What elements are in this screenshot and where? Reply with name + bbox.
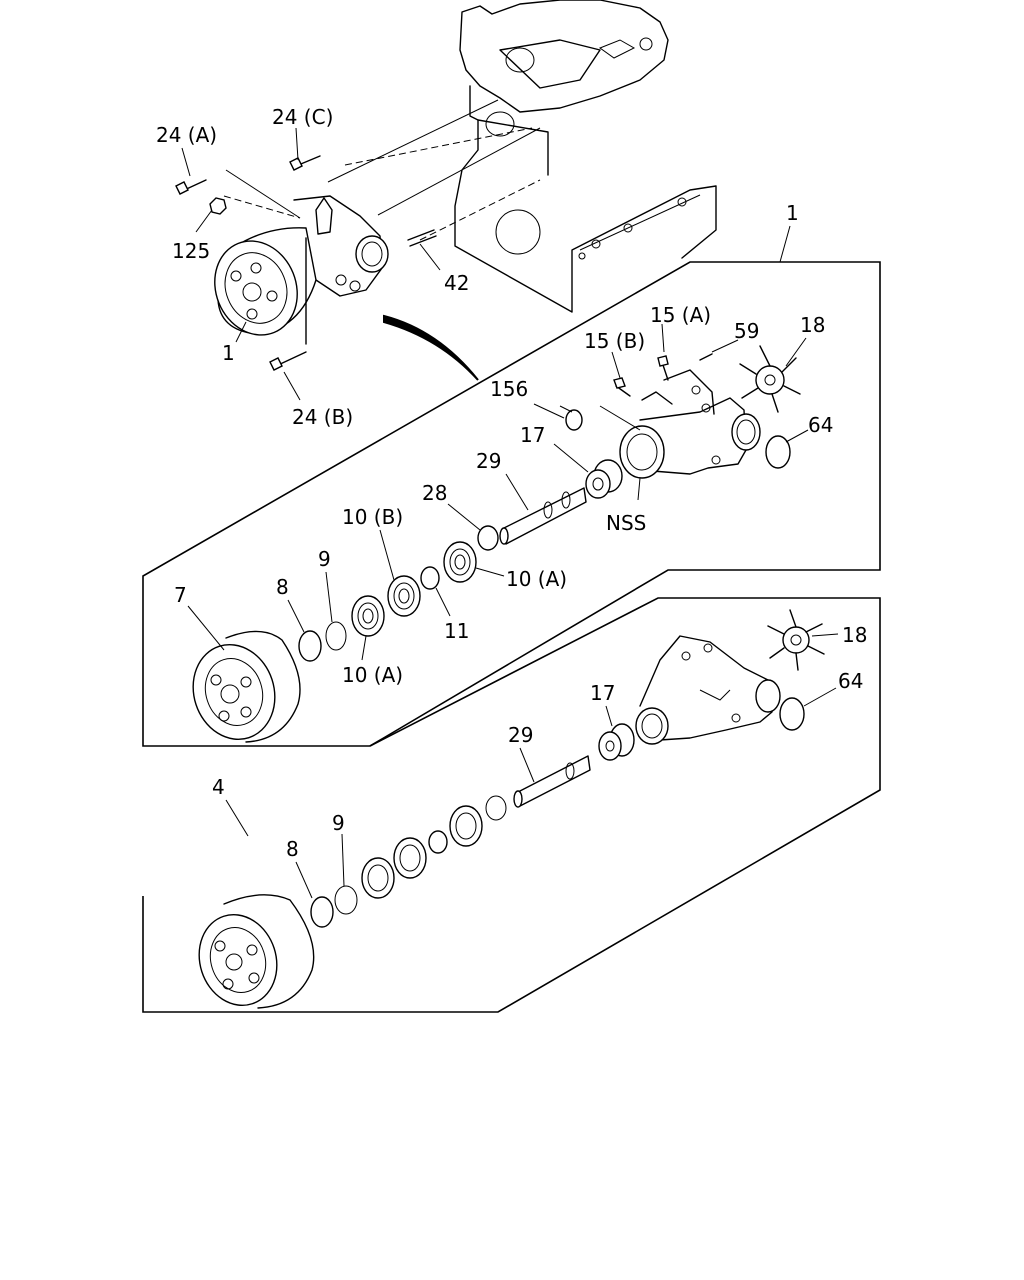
bolt-24b [269,351,307,371]
bearing-10a-right [443,541,477,583]
ring-8-top [298,630,322,662]
bolt-24c [289,155,321,171]
seal-17-top [585,459,623,499]
o-ring-64-bottom [779,697,805,731]
bearing-bottom-right [449,805,483,847]
spacer-11 [420,566,440,590]
label-28: 28 [422,481,447,505]
label-15a: 15 (A) [650,303,711,327]
label-24a: 24 (A) [156,123,217,147]
pump-housing-1 [619,369,761,479]
pulley-bottom [198,894,315,1009]
label-10a-right: 10 (A) [506,567,567,591]
label-10a-left: 10 (A) [342,663,403,687]
label-8-bottom: 8 [286,837,299,861]
label-29-bottom: 29 [508,723,533,747]
stud-42 [407,229,437,247]
label-11: 11 [444,619,469,643]
screw-59 [699,353,713,361]
snap-ring-9-top [325,621,347,651]
label-64-top: 64 [808,413,833,437]
label-17-top: 17 [520,423,545,447]
label-4: 4 [212,775,225,799]
shaft-29-bottom [513,755,591,808]
label-24b: 24 (B) [292,405,353,429]
assembled-water-pump [214,195,389,345]
label-9-bottom: 9 [332,811,345,835]
bearing-10a-left [351,595,385,637]
label-nss: NSS [606,511,646,535]
label-42: 42 [444,271,469,295]
ring-8-bottom [310,896,334,928]
bearing-bottom-mid [393,837,427,879]
bearing-10b [387,575,421,617]
cap-156 [565,409,583,431]
label-1-panel: 1 [786,201,799,225]
label-9-top: 9 [318,547,331,571]
snap-ring-9-bottom [334,885,358,915]
seal-17-bottom [598,723,635,761]
pulley-7 [192,630,301,743]
nut-125 [209,197,227,215]
label-59: 59 [734,319,759,343]
label-18-bottom: 18 [842,623,867,647]
part-labels: 24 (A) 24 (C) 125 42 1 24 (B) 1 15 (A) 5… [156,105,867,861]
leader-lines [181,127,839,899]
washer-bottom [485,795,507,821]
impeller-18-top [739,345,801,413]
label-8-top: 8 [276,575,289,599]
bearing-bottom-left [361,857,395,899]
o-ring-64-top [765,435,791,469]
label-7: 7 [174,583,187,607]
shaft-29-top [499,487,587,545]
spacer-bottom [428,830,448,854]
bolt-24a [175,179,207,195]
washer-28 [477,525,499,551]
pump-housing-2 [635,635,781,745]
impeller-18-bottom [767,609,825,671]
label-1-assembly: 1 [222,341,235,365]
label-125: 125 [172,239,210,263]
alignment-lines [223,99,541,241]
panel-4-outline [142,597,881,1013]
label-29-top: 29 [476,449,501,473]
label-64-bottom: 64 [838,669,863,693]
label-10b: 10 (B) [342,505,403,529]
label-24c: 24 (C) [272,105,333,129]
label-17-bottom: 17 [590,681,615,705]
label-18-top: 18 [800,313,825,337]
label-156: 156 [490,377,528,401]
panel-1-outline [142,261,881,747]
engine-block [454,0,717,313]
detail-arrow [383,314,479,381]
label-15b: 15 (B) [584,329,645,353]
